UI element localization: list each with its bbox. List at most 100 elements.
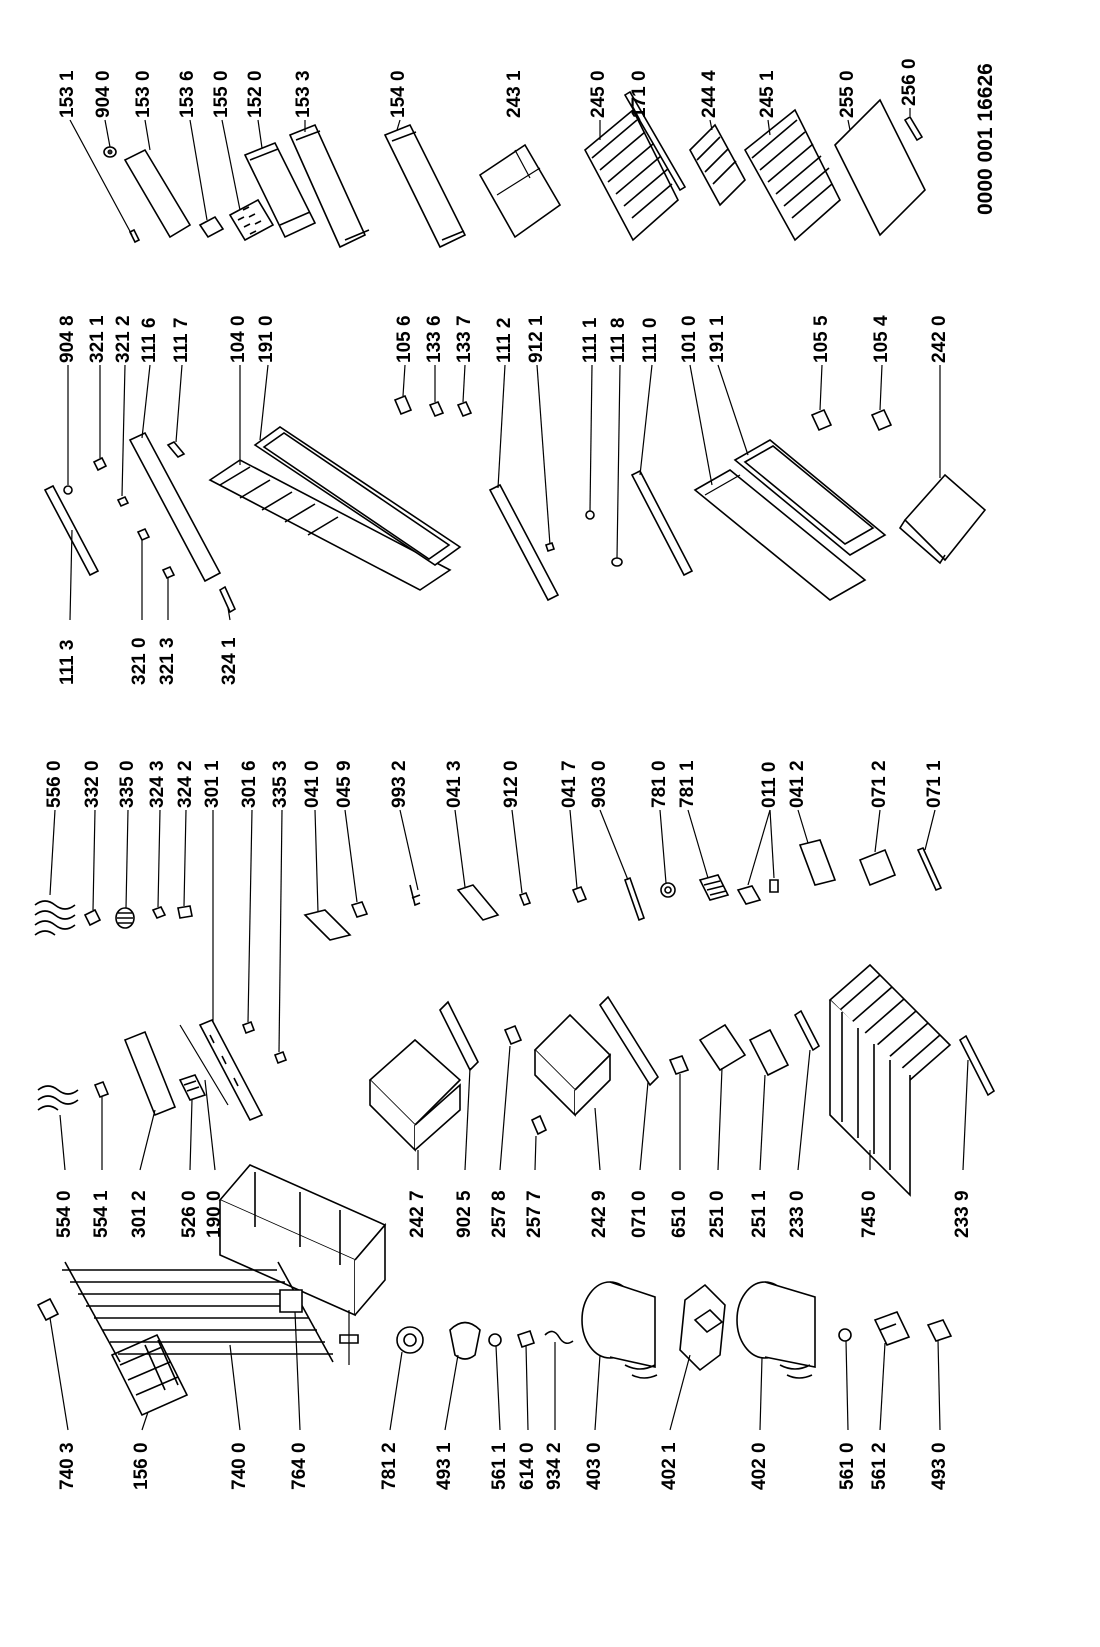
part-493-1 (444, 1321, 481, 1431)
part-label: 133 7 (454, 315, 475, 363)
part-256-0 (903, 108, 924, 142)
part-324-1 (218, 585, 237, 621)
part-153-6 (189, 119, 225, 239)
part-245-0 (583, 108, 679, 242)
part-526-0 (178, 1074, 207, 1171)
part-301-1 (198, 810, 264, 1122)
part-903-0 (599, 809, 646, 922)
part-label: 321 2 (113, 315, 134, 363)
part-label: 153 6 (177, 70, 198, 118)
part-244-4 (689, 119, 746, 207)
part-324-3 (151, 809, 167, 920)
part-label: 111 2 (494, 317, 515, 363)
part-label: 111 3 (57, 639, 78, 685)
part-label: 256 0 (899, 58, 920, 106)
part-label: 912 1 (526, 315, 547, 363)
part-label: 041 3 (444, 760, 465, 808)
part-041-2 (797, 809, 837, 886)
part-105-5 (810, 364, 833, 432)
part-233-9 (958, 1034, 996, 1171)
part-111-8 (611, 364, 623, 567)
part-label: 934 2 (544, 1442, 565, 1490)
part-label: 651 0 (669, 1190, 690, 1238)
part-label: 155 0 (211, 70, 232, 118)
part-071-0 (598, 995, 660, 1171)
part-041-7 (569, 809, 588, 904)
part-label: 191 0 (256, 315, 277, 363)
part-label: 764 0 (289, 1442, 310, 1490)
part-041-0 (303, 809, 352, 941)
part-label: 561 1 (489, 1442, 510, 1490)
part-label: 156 0 (131, 1442, 152, 1490)
part-label: 105 6 (394, 315, 415, 363)
part-257-8 (499, 1024, 523, 1171)
part-251-1 (748, 1028, 790, 1171)
part-label: 011 0 (759, 761, 780, 809)
part-label: 781 1 (677, 760, 698, 808)
part-402-1 (669, 1283, 726, 1431)
part-245-1 (743, 108, 841, 242)
part-label: 740 0 (229, 1442, 250, 1490)
part-045-9 (344, 809, 369, 918)
part-label: 493 0 (929, 1442, 950, 1490)
part-label: 993 2 (389, 760, 410, 808)
part-403-0 (581, 1281, 658, 1431)
part-label: 255 0 (837, 70, 858, 118)
part-label: 301 2 (129, 1190, 150, 1238)
part-104-0 (208, 365, 452, 591)
part-label: 233 0 (787, 1190, 808, 1238)
part-label: 190 0 (204, 1190, 225, 1238)
part-label: 244 4 (699, 70, 720, 118)
part-651-0 (668, 1055, 690, 1170)
part-label: 101 0 (679, 315, 700, 363)
part-321-3 (161, 565, 176, 620)
part-561-2 (873, 1311, 911, 1431)
part-554-1 (93, 1080, 110, 1170)
part-label: 104 0 (228, 315, 249, 363)
part-554-0 (37, 1085, 79, 1171)
part-label: 321 0 (129, 637, 150, 685)
part-label: 111 8 (608, 317, 629, 363)
part-label: 912 0 (501, 760, 522, 808)
part-label: 257 8 (489, 1190, 510, 1238)
part-191-0 (253, 364, 462, 566)
part-label: 257 7 (524, 1190, 545, 1238)
part-label: 111 7 (171, 317, 192, 363)
part-label: 561 2 (869, 1442, 890, 1490)
part-label: 904 8 (57, 315, 78, 363)
part-111-6 (128, 364, 222, 583)
part-label: 561 0 (837, 1442, 858, 1490)
part-label: 402 0 (749, 1442, 770, 1490)
part-label: 904 0 (93, 70, 114, 118)
part-111-0 (630, 364, 694, 577)
part-335-3 (273, 809, 288, 1065)
part-105-6 (393, 364, 413, 416)
part-152-0 (243, 119, 317, 239)
part-label: 740 3 (57, 1442, 78, 1490)
part-111-2 (488, 364, 560, 602)
part-label: 324 2 (175, 760, 196, 808)
part-111-1 (585, 364, 595, 520)
part-label: 242 9 (589, 1190, 610, 1238)
part-111-3 (43, 484, 100, 621)
part-614-0 (516, 1329, 536, 1431)
part-301-2 (123, 1030, 177, 1171)
part-label: 105 5 (811, 315, 832, 363)
part-011-0 (736, 809, 779, 905)
part-105-4 (870, 364, 893, 432)
part-label: 111 1 (580, 317, 601, 363)
part-257-7 (530, 1114, 548, 1171)
part-071-1 (916, 809, 943, 892)
part-label: 045 9 (334, 760, 355, 808)
part-904-8 (63, 365, 73, 495)
part-071-2 (858, 809, 897, 887)
part-label: 614 0 (517, 1442, 538, 1490)
part-155-0 (221, 119, 275, 242)
part-764-0 (279, 1289, 303, 1431)
part-label: 903 0 (589, 760, 610, 808)
part-324-2 (177, 809, 193, 919)
part-label: 301 6 (239, 760, 260, 808)
part-label: 251 1 (749, 1190, 770, 1238)
part-041-3 (454, 809, 500, 921)
